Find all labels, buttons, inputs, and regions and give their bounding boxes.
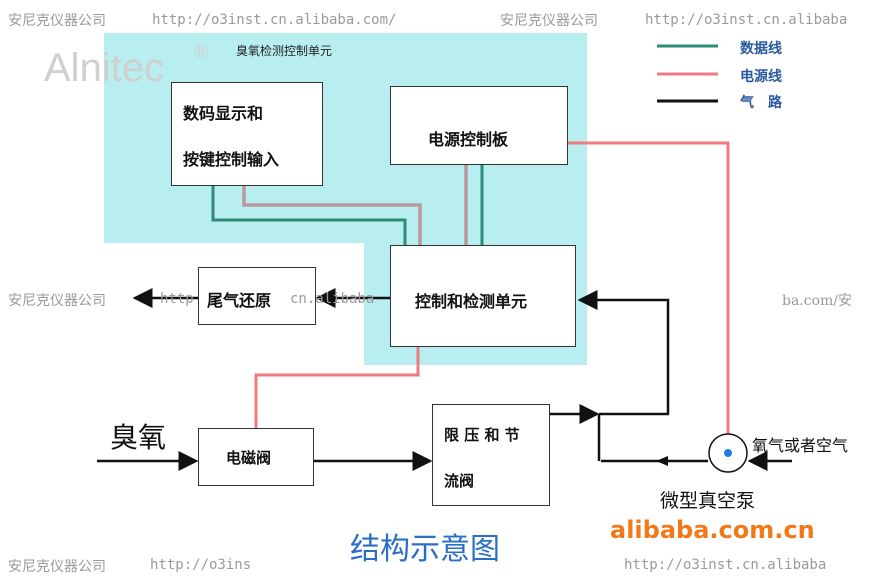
gas-to-control xyxy=(577,290,670,416)
power-line-display xyxy=(242,186,422,245)
control-detect-label: 控制和检测单元 xyxy=(415,292,528,311)
watermark-mid-url2: cn.alibaba xyxy=(290,291,375,307)
pressure-limiter-label-1: 限 压 和 节 xyxy=(444,426,520,444)
watermark-mid-right: ba.com/安 xyxy=(782,293,853,309)
solenoid-valve-label: 电磁阀 xyxy=(226,449,272,467)
power-line-pump xyxy=(568,141,730,440)
pump-label: 微型真空泵 xyxy=(660,490,756,512)
data-line-display xyxy=(211,186,407,245)
watermark-bottom-url: http://o3ins xyxy=(150,557,252,573)
legend-gas-label: 气 路 xyxy=(740,95,782,111)
watermark-company-2: 安尼克仪器公司 xyxy=(500,13,598,29)
panel-title: 臭氧检测控制单元 xyxy=(236,44,333,58)
watermark-bottom-company: 安尼克仪器公司 xyxy=(8,559,106,575)
diagram-title: 结构示意图 xyxy=(350,532,500,567)
exhaust-label: 尾气还原 xyxy=(207,291,272,310)
watermark-company: 安尼克仪器公司 xyxy=(8,13,106,29)
ozone-label: 臭氧 xyxy=(110,421,167,454)
brand-registered: ® xyxy=(192,42,210,63)
legend-data-label: 数据线 xyxy=(740,41,782,57)
watermark-url: http://o3inst.cn.alibaba.com/ xyxy=(152,12,397,28)
display-input-box xyxy=(171,82,323,186)
oxygen-label: 氧气或者空气 xyxy=(752,436,849,455)
pressure-limiter-label-2: 流阀 xyxy=(444,472,475,490)
control-detect-box xyxy=(390,245,576,347)
watermark-mid-left: 安尼克仪器公司 xyxy=(8,293,106,309)
watermark-url-right: http://o3inst.cn.alibaba xyxy=(645,12,848,28)
watermark-bottom-url-right: http://o3inst.cn.alibaba xyxy=(624,557,827,573)
legend-power-label: 电源线 xyxy=(740,69,782,85)
power-line-valve xyxy=(254,346,420,428)
pressure-limiter-box xyxy=(432,404,550,506)
alibaba-logo: alibaba.com.cn xyxy=(610,516,815,544)
display-input-label-1: 数码显示和 xyxy=(183,104,264,123)
watermark-mid-url1: http xyxy=(160,291,194,307)
solenoid-valve-box xyxy=(198,428,314,486)
power-board-label: 电源控制板 xyxy=(428,130,509,149)
brand-watermark: Alnitec xyxy=(44,46,165,90)
exhaust-box xyxy=(198,267,316,325)
power-board-box xyxy=(390,86,568,165)
display-input-label-2: 按键控制输入 xyxy=(183,150,280,169)
